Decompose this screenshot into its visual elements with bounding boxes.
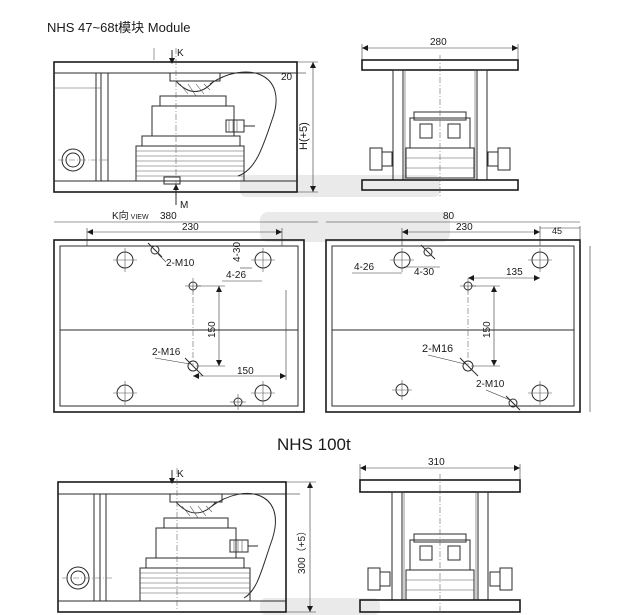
front-view-47-68: K M H(+5) 20 [53, 48, 318, 211]
dim-45: 45 [552, 226, 562, 236]
label-4-26-left: 4-26 [226, 270, 246, 281]
side-view-47-68: 280 [361, 37, 519, 196]
label-4-30-right: 4-30 [414, 267, 434, 278]
label-4-30-left: 4-30 [232, 242, 243, 262]
dim-135: 135 [506, 267, 523, 278]
label-2-m10-left: 2-M10 [166, 258, 195, 269]
label-2-m16-right: 2-M16 [422, 343, 453, 355]
label-k-bottom: K [177, 469, 184, 480]
label-m: M [180, 200, 188, 211]
front-view-100t: K 300（+5） [57, 468, 316, 613]
dim-280: 280 [430, 37, 447, 48]
dim-150-vertical-left: 150 [207, 321, 218, 338]
dim-230-right: 230 [456, 222, 473, 233]
dim-310: 310 [428, 457, 445, 468]
label-2-m16-left: 2-M16 [152, 347, 181, 358]
label-4-26-right: 4-26 [354, 262, 374, 273]
dim-300-plus5: 300（+5） [296, 526, 308, 574]
dim-h-plus5: H(+5) [298, 122, 310, 150]
dim-150-vertical-right: 150 [482, 321, 493, 338]
label-2-m10-right: 2-M10 [476, 379, 505, 390]
watermark-blur [240, 175, 450, 615]
dim-150-horizontal: 150 [237, 366, 254, 377]
title-nhs-47-68-module: NHS 47~68t模块 Module [47, 20, 190, 35]
side-view-100t: 310 [359, 457, 521, 614]
dim-20: 20 [281, 72, 293, 83]
dim-230-left: 230 [182, 222, 199, 233]
label-k-top: K [177, 48, 184, 59]
title-nhs-100t: NHS 100t [277, 435, 351, 454]
dim-380-right: 80 [443, 211, 455, 222]
dim-380: 380 [160, 211, 177, 222]
plan-view-left: 230 2-M10 4-30 4-26 2-M16 [53, 222, 305, 413]
plan-view-right: 230 45 4-26 4-30 135 2-M16 [325, 222, 591, 413]
